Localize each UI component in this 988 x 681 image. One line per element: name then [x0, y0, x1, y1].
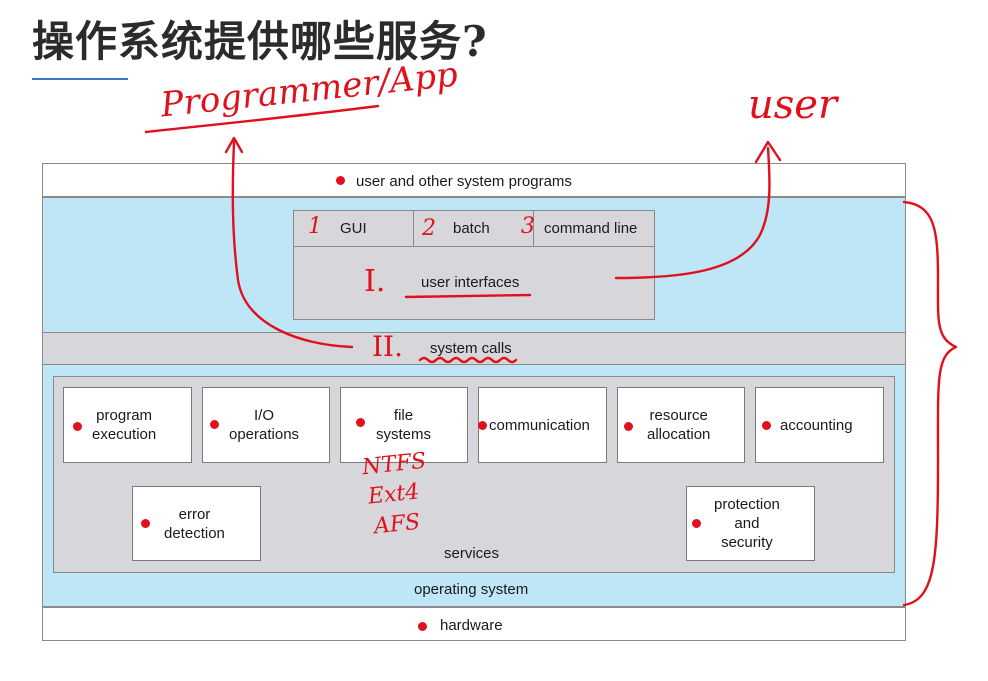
annotation-underline	[404, 293, 532, 299]
system-calls-label: system calls	[430, 340, 512, 357]
hardware-label: hardware	[440, 617, 503, 634]
user-programs-label: user and other system programs	[356, 173, 572, 190]
service-label: accounting	[780, 417, 853, 434]
annotation-fs-example: Ext4	[366, 479, 421, 510]
bullet-dot	[478, 421, 487, 430]
service-accounting	[755, 387, 884, 463]
annotation-number: 2	[422, 216, 436, 241]
ui-batch-label: batch	[453, 220, 490, 237]
right-brace	[902, 200, 958, 607]
annotation-roman-two: II.	[372, 330, 404, 363]
service-error-detection	[132, 486, 261, 561]
ui-command-line-label: command line	[544, 220, 638, 237]
bullet-dot	[73, 422, 82, 431]
user-programs-layer	[42, 163, 906, 197]
bullet-dot	[624, 422, 633, 431]
service-label: communication	[489, 417, 590, 434]
service-program-execution	[63, 387, 192, 463]
ui-command-line-cell	[533, 210, 655, 247]
bullet-dot	[356, 418, 365, 427]
service-resource-allocation	[617, 387, 745, 463]
hardware-layer	[42, 607, 906, 641]
annotation-number: 3	[521, 214, 535, 239]
bullet-dot	[692, 519, 701, 528]
annotation-user: user	[748, 82, 838, 128]
service-protection-security	[686, 486, 815, 561]
bullet-dot	[210, 420, 219, 429]
annotation-number: 1	[308, 214, 322, 239]
service-communication	[478, 387, 607, 463]
user-interfaces-label: user interfaces	[421, 274, 520, 291]
bullet-dot	[418, 622, 427, 631]
page-title: 操作系统提供哪些服务?	[32, 17, 488, 66]
wavy-underline	[418, 356, 518, 364]
arrowhead	[224, 136, 244, 154]
arrowhead	[754, 140, 782, 164]
title-underline	[32, 78, 128, 80]
annotation-roman-one: I.	[364, 264, 386, 299]
bullet-dot	[141, 519, 150, 528]
service-io-operations	[202, 387, 330, 463]
arrow-to-user	[614, 146, 771, 280]
bullet-dot	[762, 421, 771, 430]
ui-gui-label: GUI	[340, 220, 367, 237]
operating-system-label: operating system	[414, 581, 529, 598]
services-label: services	[444, 545, 500, 562]
annotation-fs-example: AFS	[372, 509, 422, 540]
arrow-to-programmer	[231, 140, 354, 349]
ui-batch-cell	[413, 210, 534, 247]
bullet-dot	[336, 176, 345, 185]
annotation-underline	[144, 104, 380, 134]
